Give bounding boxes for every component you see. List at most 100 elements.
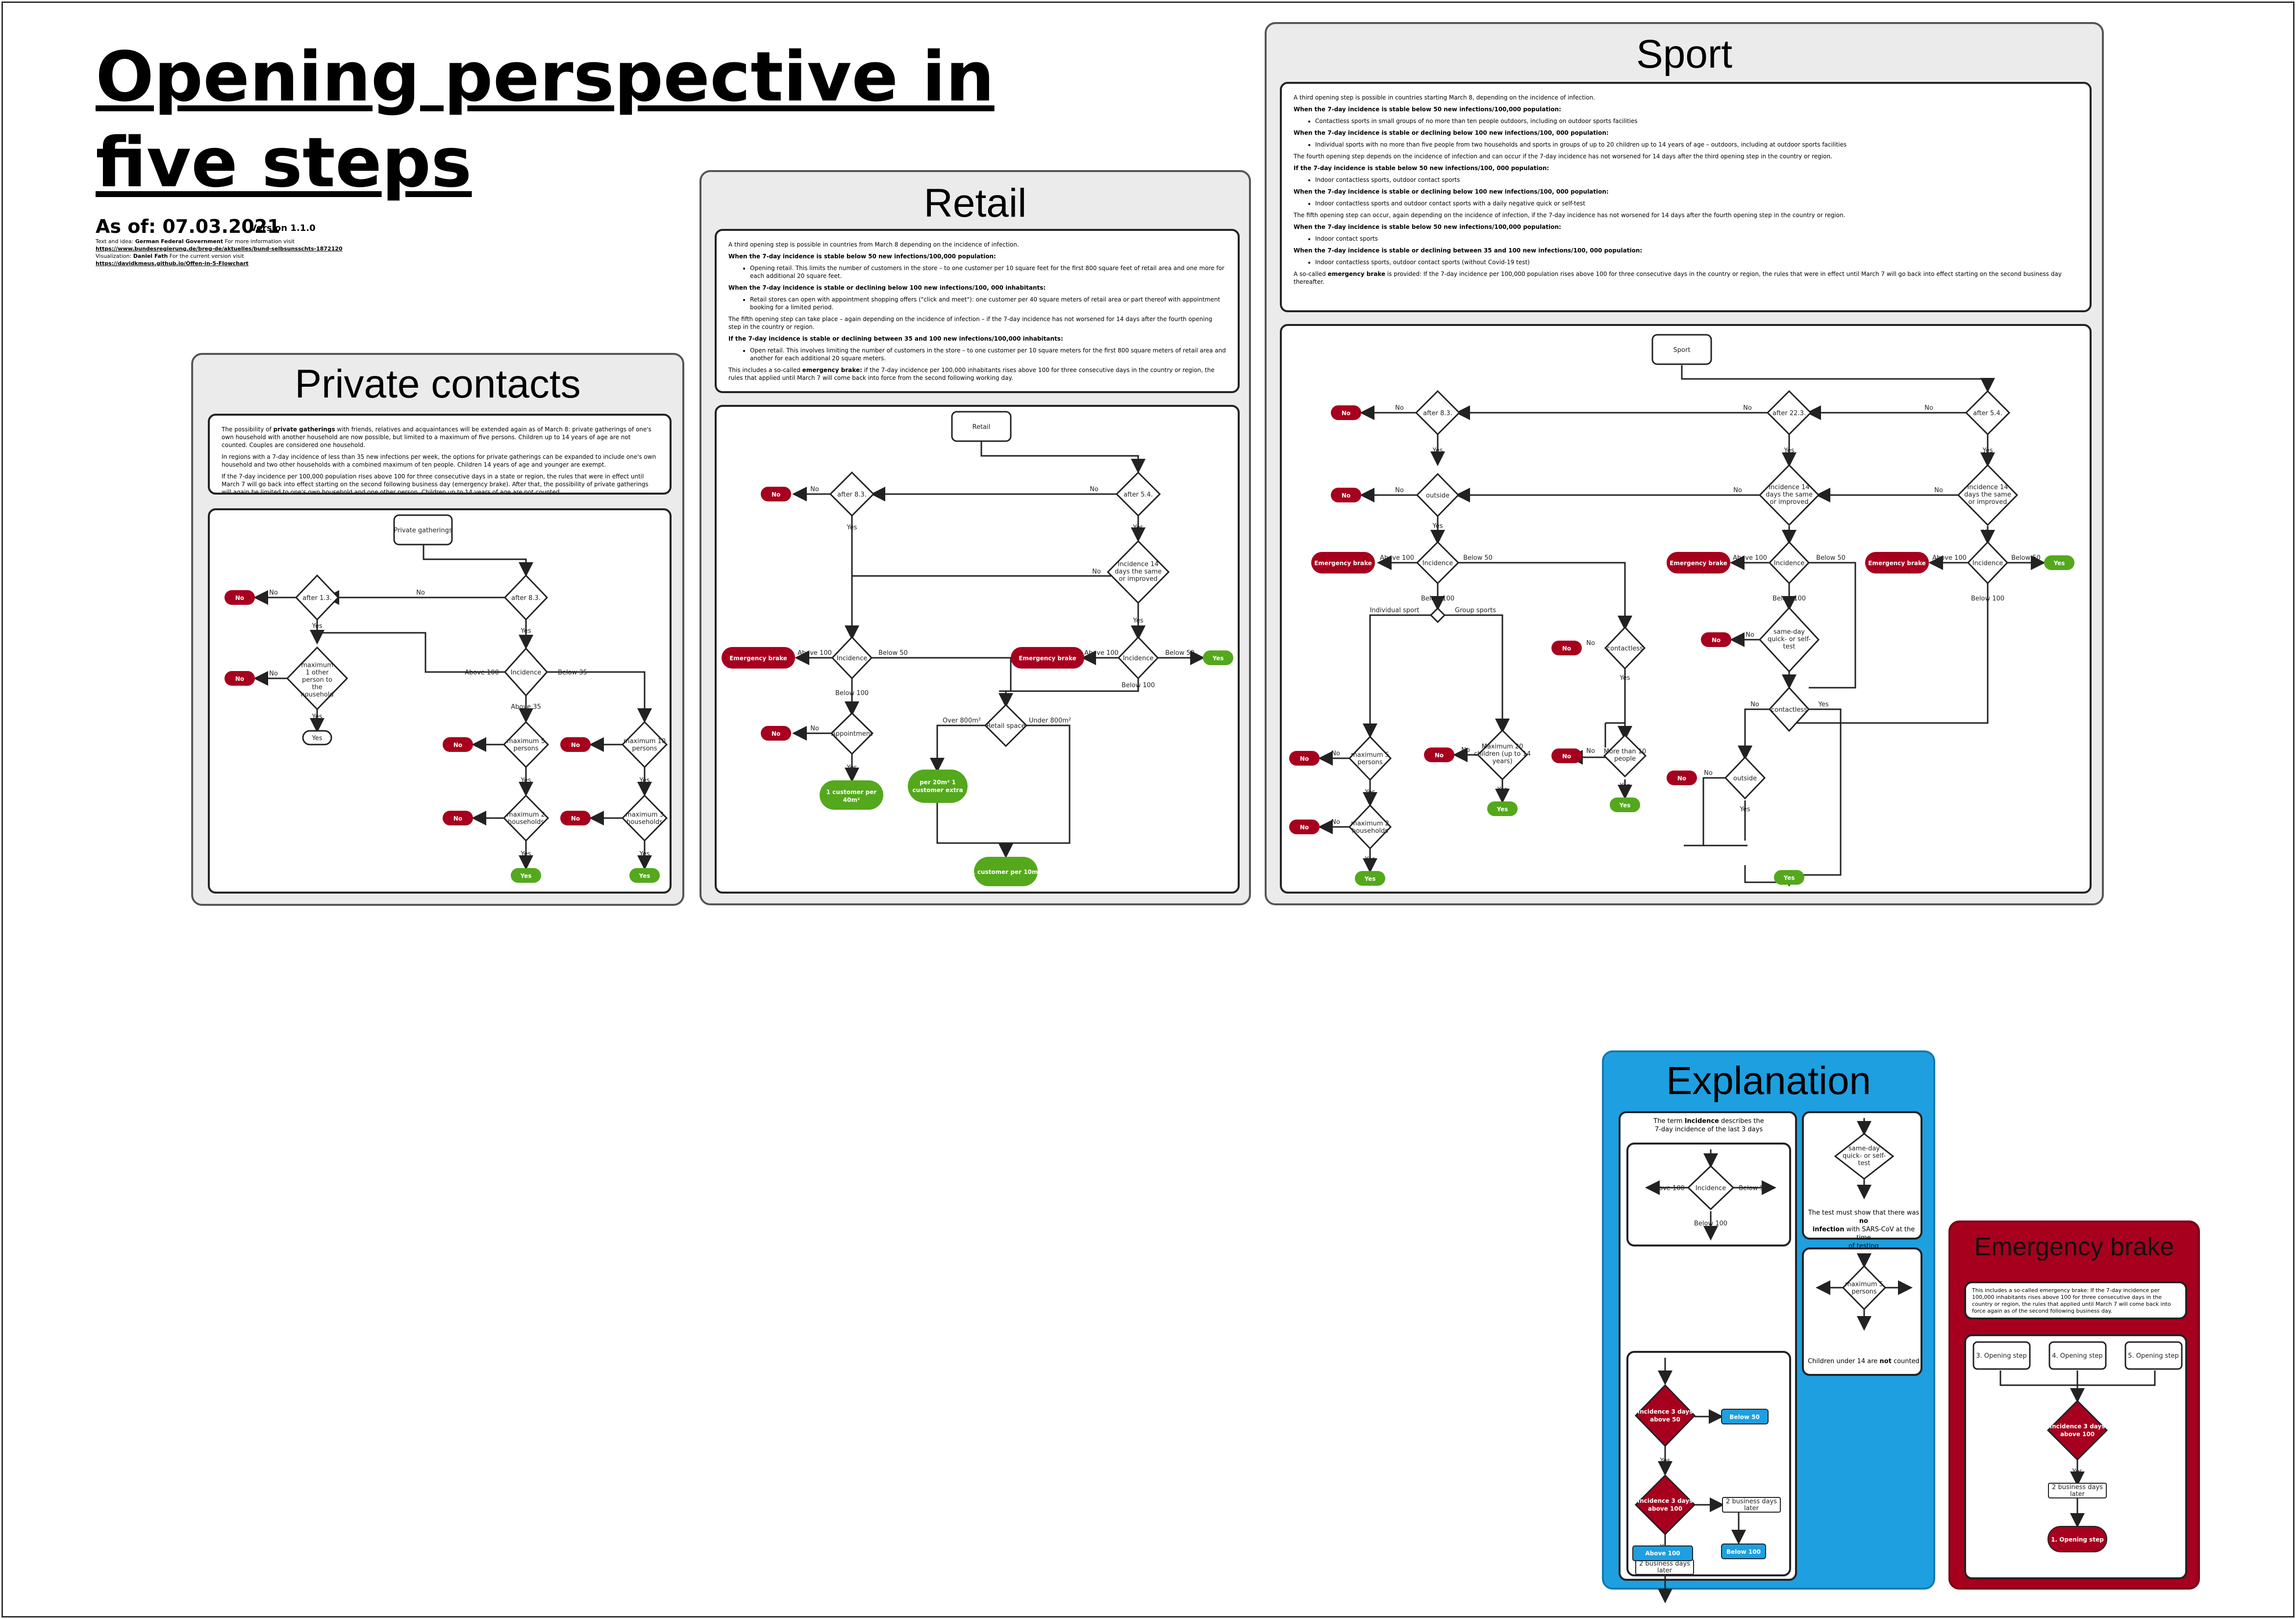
decision-node: [502, 721, 549, 769]
box-label: later: [2070, 1491, 2085, 1498]
children-explanation-box: maximum 5 persons Children under 14 are …: [1802, 1247, 1922, 1376]
edge-label: Below 100: [1772, 595, 1806, 602]
node-label: contactless: [1771, 706, 1807, 714]
credits-author: German Federal Government: [135, 238, 223, 245]
no-badge: [1667, 771, 1697, 785]
list-item: Indoor contactless sports, outdoor conta…: [1315, 258, 2078, 266]
edge-label: No: [1733, 487, 1742, 494]
credits-link[interactable]: https://www.bundesregierung.de/breg-de/a…: [96, 246, 343, 252]
decision-node: [1348, 804, 1392, 850]
node-label: test: [1858, 1160, 1871, 1167]
edge-label: Yes: [1133, 524, 1144, 531]
decision-node: [1416, 473, 1460, 518]
badge-label: per 20m² 1: [920, 779, 956, 786]
incidence-100-decision: [1634, 1474, 1696, 1536]
box-label: 2 business days: [2052, 1484, 2103, 1491]
version-label: Version 1.1.0: [250, 223, 316, 233]
paragraph: When the 7-day incidence is stable below…: [1294, 105, 2078, 113]
node-label: days the same: [1115, 568, 1162, 575]
node-label: years): [1493, 758, 1513, 765]
description-box: The possibility of private gatherings wi…: [208, 414, 672, 495]
brake-flowchart: 3. Opening step 4. Opening step 5. Openi…: [1972, 1341, 2183, 1552]
node-label: same-day: [1848, 1145, 1880, 1152]
no-badge: [1551, 641, 1582, 655]
edge-label: No: [1743, 404, 1752, 412]
decision-node: [1724, 756, 1766, 800]
node-label: after 5.4.: [1973, 410, 2002, 417]
emergency-brake-badge: [1311, 552, 1375, 573]
paragraph: When the 7-day incidence is stable or de…: [1294, 247, 2078, 254]
edge-label: No: [1586, 640, 1595, 647]
test-explanation-box: same-day quick- or self- test The test m…: [1802, 1111, 1922, 1250]
node-label: after 1.3.: [302, 595, 332, 602]
node-label: Incidence 14: [1769, 484, 1809, 491]
node-label: days the same: [1766, 491, 1813, 498]
edge-label: No: [1395, 404, 1404, 412]
edge-label: No: [1092, 568, 1101, 575]
edge-label: No: [1331, 819, 1340, 826]
text: emergency brake:: [802, 367, 862, 374]
badge-label: No: [1435, 752, 1444, 759]
text: When the 7-day incidence is stable below…: [1294, 106, 1561, 113]
edge-label: No: [1746, 631, 1754, 639]
node-label: Incidence: [511, 669, 541, 676]
incidence-example-box: Incidence Above 100 Below 50 Below 100: [1626, 1143, 1791, 1246]
edge-label: Yes: [1365, 789, 1375, 796]
node-label: Incidence 3 days: [2050, 1423, 2105, 1430]
emergency-brake-badge: [722, 647, 795, 669]
step-1-node: [2047, 1526, 2107, 1552]
text: If the 7-day incidence is stable or decl…: [728, 335, 1063, 342]
node-label: Incidence: [1696, 1185, 1726, 1192]
text: When the 7-day incidence is stable below…: [1294, 224, 1561, 230]
node-label: maximum: [301, 662, 333, 669]
edge-label: Above 35: [511, 703, 541, 711]
paragraph: When the 7-day incidence is stable or de…: [1294, 129, 2078, 137]
text: When the 7-day incidence is stable or de…: [1294, 247, 1643, 254]
text: 7-day incidence of the last 3 days: [1654, 1126, 1763, 1133]
edge-label: No: [416, 589, 425, 597]
box-label: Below 100: [1726, 1548, 1761, 1555]
edge-label: No: [1090, 486, 1098, 493]
badge-label: No: [1712, 637, 1721, 644]
edge-label: Yes: [1432, 523, 1443, 530]
decision-node: [984, 703, 1028, 747]
emergency-brake-badge: [1865, 552, 1929, 573]
node-label: 3. Opening step: [1976, 1352, 2027, 1360]
incidence-example: Incidence Above 100 Below 50 Below 100: [1645, 1149, 1776, 1241]
no-badge: [1289, 751, 1320, 766]
edge-label: Yes: [2072, 1468, 2083, 1475]
no-badge: [560, 811, 591, 825]
text: The term: [1653, 1118, 1683, 1125]
decision-node: [503, 647, 549, 697]
node-label: More than 10: [1604, 748, 1647, 755]
yes-badge: [2044, 555, 2074, 570]
edge-label: Above 100: [798, 649, 832, 657]
node-label: maximum 2: [1351, 820, 1389, 827]
badge-label: No: [772, 730, 780, 737]
credits-suffix: For the current version visit: [169, 253, 244, 259]
badge-label: No: [571, 742, 580, 748]
box-label: later: [1657, 1567, 1672, 1574]
retail-section: Retail A third opening step is possible …: [699, 170, 1251, 905]
node-label: above 50: [1650, 1416, 1680, 1423]
explanation-section: Explanation The term Incidence describes…: [1602, 1050, 1935, 1603]
list-item: Individual sports with no more than five…: [1315, 141, 2078, 149]
credits-link[interactable]: https://davidkmeus.github.io/Offen-in-5-…: [96, 260, 249, 267]
badge-label: Yes: [1783, 874, 1795, 881]
edge-label: Below 50: [1816, 554, 1846, 562]
node-label: Retail: [973, 423, 991, 431]
paragraph: If the 7-day incidence per 100,000 popul…: [222, 473, 649, 495]
section-title: Sport: [1636, 32, 1732, 76]
decision-node: [1106, 540, 1170, 604]
result-badge: [974, 857, 1038, 886]
badge-label: Yes: [2053, 560, 2065, 567]
paragraph: If the 7-day incidence is stable or decl…: [728, 335, 1226, 343]
list-item: Indoor contactless sports, outdoor conta…: [1315, 176, 2078, 184]
decision-node: [1758, 464, 1820, 526]
start-node: [393, 514, 453, 546]
edge-label: Yes: [1133, 617, 1144, 624]
brake-flowchart-box: 3. Opening step 4. Opening step 5. Openi…: [1964, 1334, 2187, 1579]
credits: Text and idea: German Federal Government…: [96, 238, 390, 267]
children-note: Children under 14 are not counted: [1806, 1357, 1922, 1366]
decision-node: [1603, 734, 1647, 778]
